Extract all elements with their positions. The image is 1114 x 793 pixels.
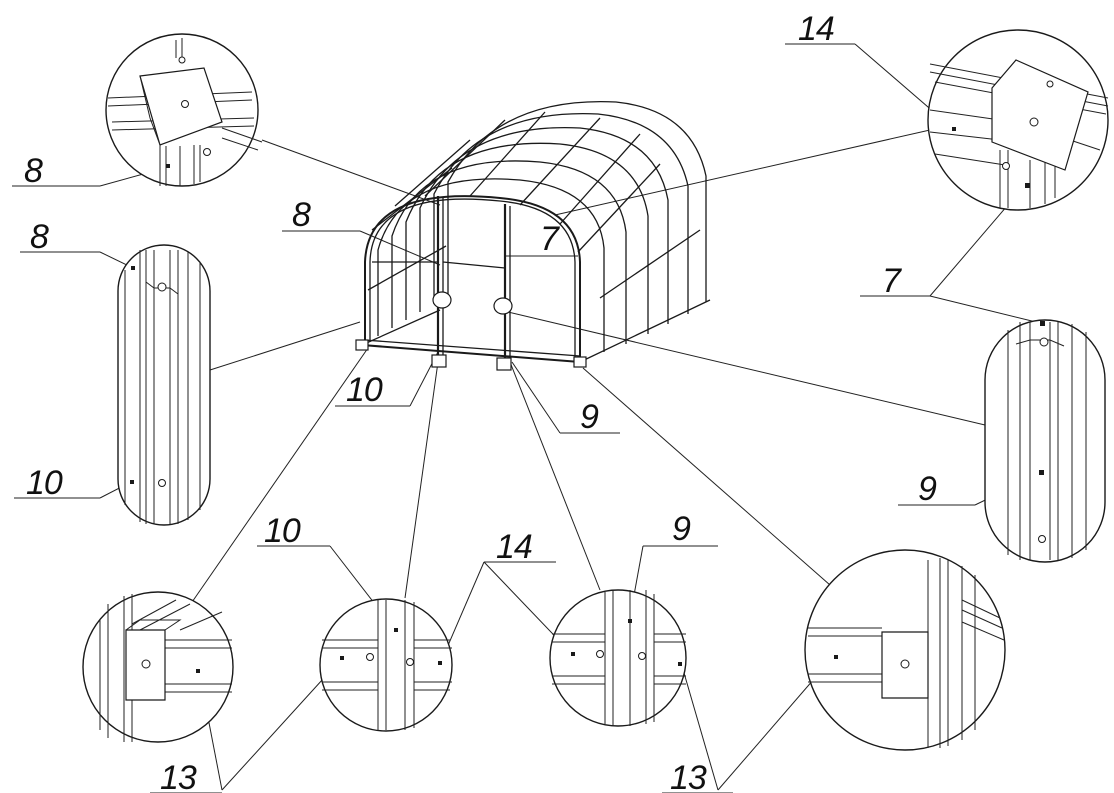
detail-bottom-4 bbox=[804, 549, 1006, 751]
detail-bottom-2 bbox=[319, 598, 453, 732]
callout-labels: 14 8 8 7 7 8 10 10 9 9 10 14 9 13 13 bbox=[24, 10, 938, 793]
label-9-frame: 9 bbox=[580, 398, 599, 436]
label-8-upper: 8 bbox=[24, 152, 43, 190]
label-10-left: 10 bbox=[26, 464, 63, 502]
detail-bottom-1 bbox=[82, 591, 234, 743]
label-9-right: 9 bbox=[918, 470, 937, 508]
label-14-top: 14 bbox=[798, 10, 834, 48]
label-13-right: 13 bbox=[670, 759, 707, 793]
label-14-bottom: 14 bbox=[496, 528, 532, 566]
label-10-frame: 10 bbox=[346, 371, 383, 409]
label-8-frame: 8 bbox=[292, 196, 311, 234]
detail-top-left bbox=[105, 33, 263, 187]
label-7-right: 7 bbox=[882, 262, 902, 300]
label-8-left: 8 bbox=[30, 218, 49, 256]
label-9-bottom: 9 bbox=[672, 510, 691, 548]
detail-right-capsule bbox=[984, 319, 1106, 563]
label-10-bottom: 10 bbox=[264, 512, 301, 550]
detail-top-right bbox=[927, 29, 1109, 211]
greenhouse-frame bbox=[355, 100, 711, 371]
detail-left-capsule bbox=[117, 244, 211, 526]
label-13-left: 13 bbox=[160, 759, 197, 793]
detail-bottom-3 bbox=[549, 589, 687, 727]
label-7-frame: 7 bbox=[540, 220, 560, 258]
